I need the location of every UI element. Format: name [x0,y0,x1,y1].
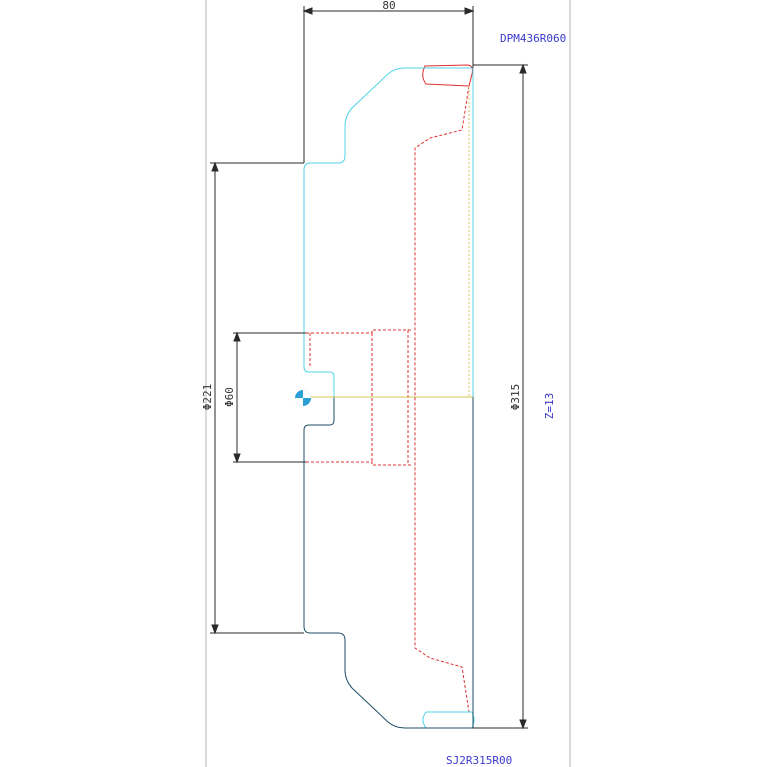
arrow-outer-top [519,63,527,74]
arrow-hub-bottom [211,624,219,635]
arrow-width-right [464,7,475,15]
dim-bore-label: Φ60 [223,387,236,407]
tooth-lower [422,711,475,729]
datum-quadrant-b [295,398,303,406]
hidden-bore-upper [306,329,413,334]
frame-lines [205,0,571,767]
tooth-upper [422,64,473,87]
arrow-hub-top [211,161,219,172]
hidden-bore-lower [306,461,413,466]
datum-quadrant-a [303,390,311,398]
part-code-bottom: SJ2R315R00 [446,754,512,767]
dim-width-label: 80 [382,0,395,12]
dim-outer-label: Φ315 [509,384,522,411]
lower-half-outline [303,396,474,729]
arrow-bore-bottom [233,453,241,464]
teeth-label: Z=13 [543,393,556,420]
hidden-lines [306,85,470,713]
part-code-top: DPM436R060 [500,32,566,45]
arrow-width-left [302,7,313,15]
arrow-bore-top [233,331,241,342]
upper-half-outline [303,67,474,397]
dim-hub-label: Φ221 [201,384,214,411]
dimension-lines [210,6,528,730]
arrow-outer-bottom [519,719,527,730]
datum-marker [295,390,311,406]
hidden-rim-profile [414,85,470,713]
